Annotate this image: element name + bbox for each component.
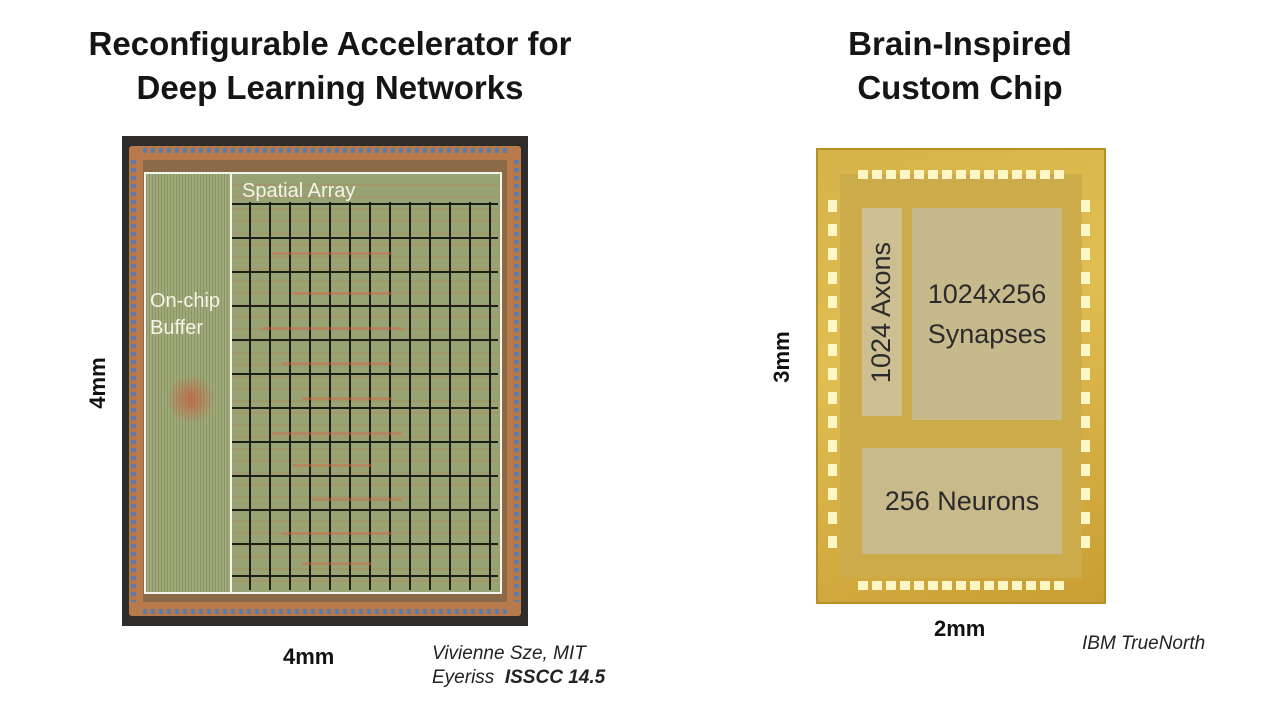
trace-mark bbox=[282, 532, 392, 535]
left-credit: Vivienne Sze, MIT Eyeriss ISSCC 14.5 bbox=[432, 642, 605, 690]
right-credit: IBM TrueNorth bbox=[1082, 633, 1206, 654]
left-title-line2: Deep Learning Networks bbox=[136, 69, 524, 106]
io-pads-top bbox=[143, 148, 507, 153]
left-credit-line1: Vivienne Sze, MIT bbox=[432, 643, 586, 664]
left-height-label: 4mm bbox=[85, 357, 110, 409]
trace-mark bbox=[282, 362, 392, 365]
pe-grid bbox=[232, 202, 498, 590]
io-pads-top bbox=[858, 170, 1064, 179]
left-width-label: 4mm bbox=[283, 644, 335, 669]
on-chip-buffer-region: On-chip Buffer bbox=[146, 174, 232, 592]
left-credit-line2: Eyeriss ISSCC 14.5 bbox=[432, 666, 605, 690]
buffer-hotspot bbox=[166, 374, 216, 424]
axons-block: 1024 Axons bbox=[862, 208, 902, 416]
trace-mark bbox=[272, 432, 402, 435]
eyeriss-core: On-chip Buffer Spatial Array bbox=[144, 172, 502, 594]
trace-mark bbox=[292, 292, 392, 295]
trace-mark bbox=[312, 498, 402, 501]
spatial-array-region: Spatial Array bbox=[232, 174, 500, 592]
left-credit-isscc: ISSCC 14.5 bbox=[504, 667, 606, 688]
neurons-block: 256 Neurons bbox=[862, 448, 1062, 554]
axons-label: 1024 Axons bbox=[866, 241, 897, 383]
io-pads-right bbox=[1081, 200, 1090, 552]
io-pads-right bbox=[514, 160, 519, 602]
trace-mark bbox=[262, 327, 402, 330]
synapses-label-line2: Synapses bbox=[927, 319, 1047, 349]
truenorth-die-photo: 1024 Axons 1024x256 Synapses 256 Neurons bbox=[816, 148, 1106, 604]
io-pads-left bbox=[828, 200, 837, 552]
trace-mark bbox=[302, 562, 372, 565]
right-width-label: 2mm bbox=[934, 616, 986, 641]
left-title: Reconfigurable Accelerator for Deep Lear… bbox=[20, 22, 640, 110]
trace-mark bbox=[272, 252, 392, 255]
synapses-label-line1: 1024x256 bbox=[927, 279, 1047, 309]
right-title: Brain-Inspired Custom Chip bbox=[760, 22, 1160, 110]
trace-mark bbox=[292, 464, 372, 467]
buffer-label-line1: On-chip bbox=[150, 290, 221, 312]
on-chip-buffer-label: On-chip Buffer bbox=[150, 288, 220, 342]
io-pads-bottom bbox=[858, 581, 1064, 590]
right-title-line2: Custom Chip bbox=[857, 69, 1063, 106]
left-title-line1: Reconfigurable Accelerator for bbox=[88, 25, 572, 62]
right-height-label: 3mm bbox=[769, 331, 794, 383]
buffer-label-line2: Buffer bbox=[150, 317, 203, 339]
trace-mark bbox=[302, 397, 392, 400]
eyeriss-die-photo: On-chip Buffer Spatial Array bbox=[122, 136, 528, 626]
io-pads-left bbox=[131, 160, 136, 602]
left-credit-eyeriss: Eyeriss bbox=[432, 667, 495, 688]
neurons-label: 256 Neurons bbox=[884, 485, 1040, 516]
spatial-array-label: Spatial Array bbox=[242, 180, 356, 202]
right-title-line1: Brain-Inspired bbox=[848, 25, 1072, 62]
synapses-label: 1024x256 Synapses bbox=[928, 274, 1047, 354]
synapses-block: 1024x256 Synapses bbox=[912, 208, 1062, 420]
io-pads-bottom bbox=[143, 609, 507, 614]
